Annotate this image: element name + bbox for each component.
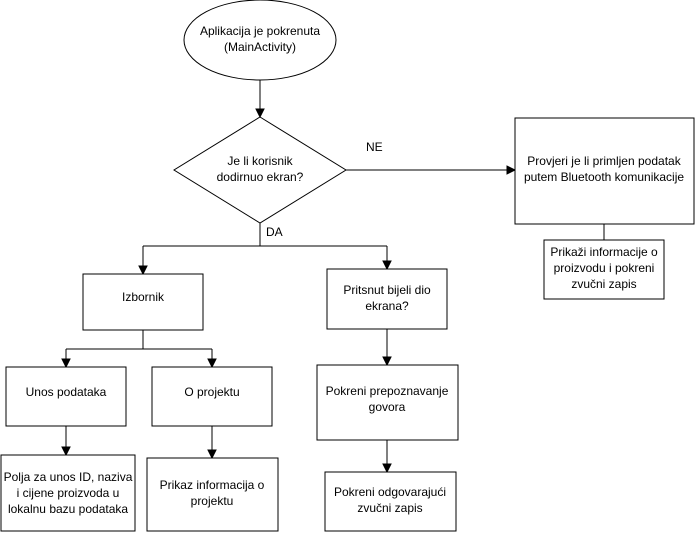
- node-show-product-info: Prikaži informacije o proizvodu i pokren…: [543, 239, 665, 300]
- edge-label-yes: DA: [266, 225, 283, 239]
- decision-diamond: [173, 116, 347, 224]
- white-area-pressed-box: [326, 268, 448, 330]
- decision-touch-label-line-1: Je li korisnik: [227, 154, 293, 168]
- check-bluetooth-label-line-2: putem Bluetooth komunikacije: [524, 170, 684, 184]
- show-product-info-box: [543, 239, 665, 300]
- start-ellipse: [183, 0, 337, 81]
- start-label-line-2: (MainActivity): [224, 40, 296, 54]
- arrowhead: [382, 356, 392, 367]
- speech-recognition-label-line-2: govora: [369, 400, 406, 414]
- data-entry-box: [5, 366, 127, 427]
- white-area-pressed-label-line-2: ekrana?: [365, 299, 409, 313]
- node-start: Aplikacija je pokrenuta (MainActivity): [183, 0, 337, 81]
- project-info-label-line-2: projektu: [191, 494, 234, 508]
- arrowhead: [382, 463, 392, 474]
- show-product-info-label-line-2: proizvodu i pokreni: [554, 261, 655, 275]
- arrowhead: [207, 358, 217, 369]
- decision-touch-label-line-2: dodirnuo ekran?: [217, 170, 304, 184]
- entry-fields-label-line-1: Polja za unos ID, naziva: [4, 470, 133, 484]
- entry-fields-label-line-2: i cijene proizvoda u: [17, 486, 120, 500]
- start-label-line-1: Aplikacija je pokrenuta: [200, 24, 320, 38]
- node-about-project: O projektu: [151, 366, 273, 427]
- node-entry-fields: Polja za unos ID, naziva i cijene proizv…: [0, 454, 136, 532]
- menu-label: Izbornik: [122, 290, 165, 304]
- play-sound-box: [324, 471, 457, 532]
- project-info-box: [146, 457, 279, 532]
- node-project-info: Prikaz informacija o projektu: [146, 457, 279, 532]
- about-project-label: O projektu: [184, 385, 239, 399]
- node-data-entry: Unos podataka: [5, 366, 127, 427]
- node-decision-touch: Je li korisnik dodirnuo ekran?: [173, 116, 347, 224]
- arrowhead: [138, 265, 148, 276]
- entry-fields-box: [0, 454, 136, 532]
- edge-label-no: NE: [366, 140, 383, 154]
- play-sound-label-line-1: Pokreni odgovarajući: [334, 485, 446, 499]
- speech-recognition-label-line-1: Pokreni prepoznavanje: [326, 384, 449, 398]
- edges: [61, 80, 605, 474]
- arrowhead: [61, 446, 71, 457]
- arrowhead: [382, 260, 392, 271]
- white-area-pressed-label-line-1: Pritsnut bijeli dio: [343, 283, 431, 297]
- show-product-info-label-line-3: zvučni zapis: [571, 277, 636, 291]
- entry-fields-label-line-3: lokalnu bazu podataka: [8, 502, 128, 516]
- arrowhead: [61, 358, 71, 369]
- show-product-info-label-line-1: Prikaži informacije o: [550, 245, 658, 259]
- arrowhead: [506, 165, 517, 175]
- data-entry-label: Unos podataka: [26, 385, 107, 399]
- node-white-area-pressed: Pritsnut bijeli dio ekrana?: [326, 268, 448, 330]
- node-play-sound: Pokreni odgovarajući zvučni zapis: [324, 471, 457, 532]
- play-sound-label-line-2: zvučni zapis: [357, 501, 422, 515]
- check-bluetooth-label-line-1: Provjeri je li primljen podatak: [527, 154, 681, 168]
- arrowhead: [207, 449, 217, 460]
- speech-recognition-box: [316, 364, 459, 441]
- node-check-bluetooth: Provjeri je li primljen podatak putem Bl…: [514, 117, 695, 225]
- menu-box: [82, 273, 204, 331]
- check-bluetooth-box: [514, 117, 695, 225]
- about-project-box: [151, 366, 273, 427]
- project-info-label-line-1: Prikaz informacija o: [160, 478, 265, 492]
- arrowhead: [255, 108, 265, 119]
- node-speech-recognition: Pokreni prepoznavanje govora: [316, 364, 459, 441]
- node-menu: Izbornik: [82, 273, 204, 331]
